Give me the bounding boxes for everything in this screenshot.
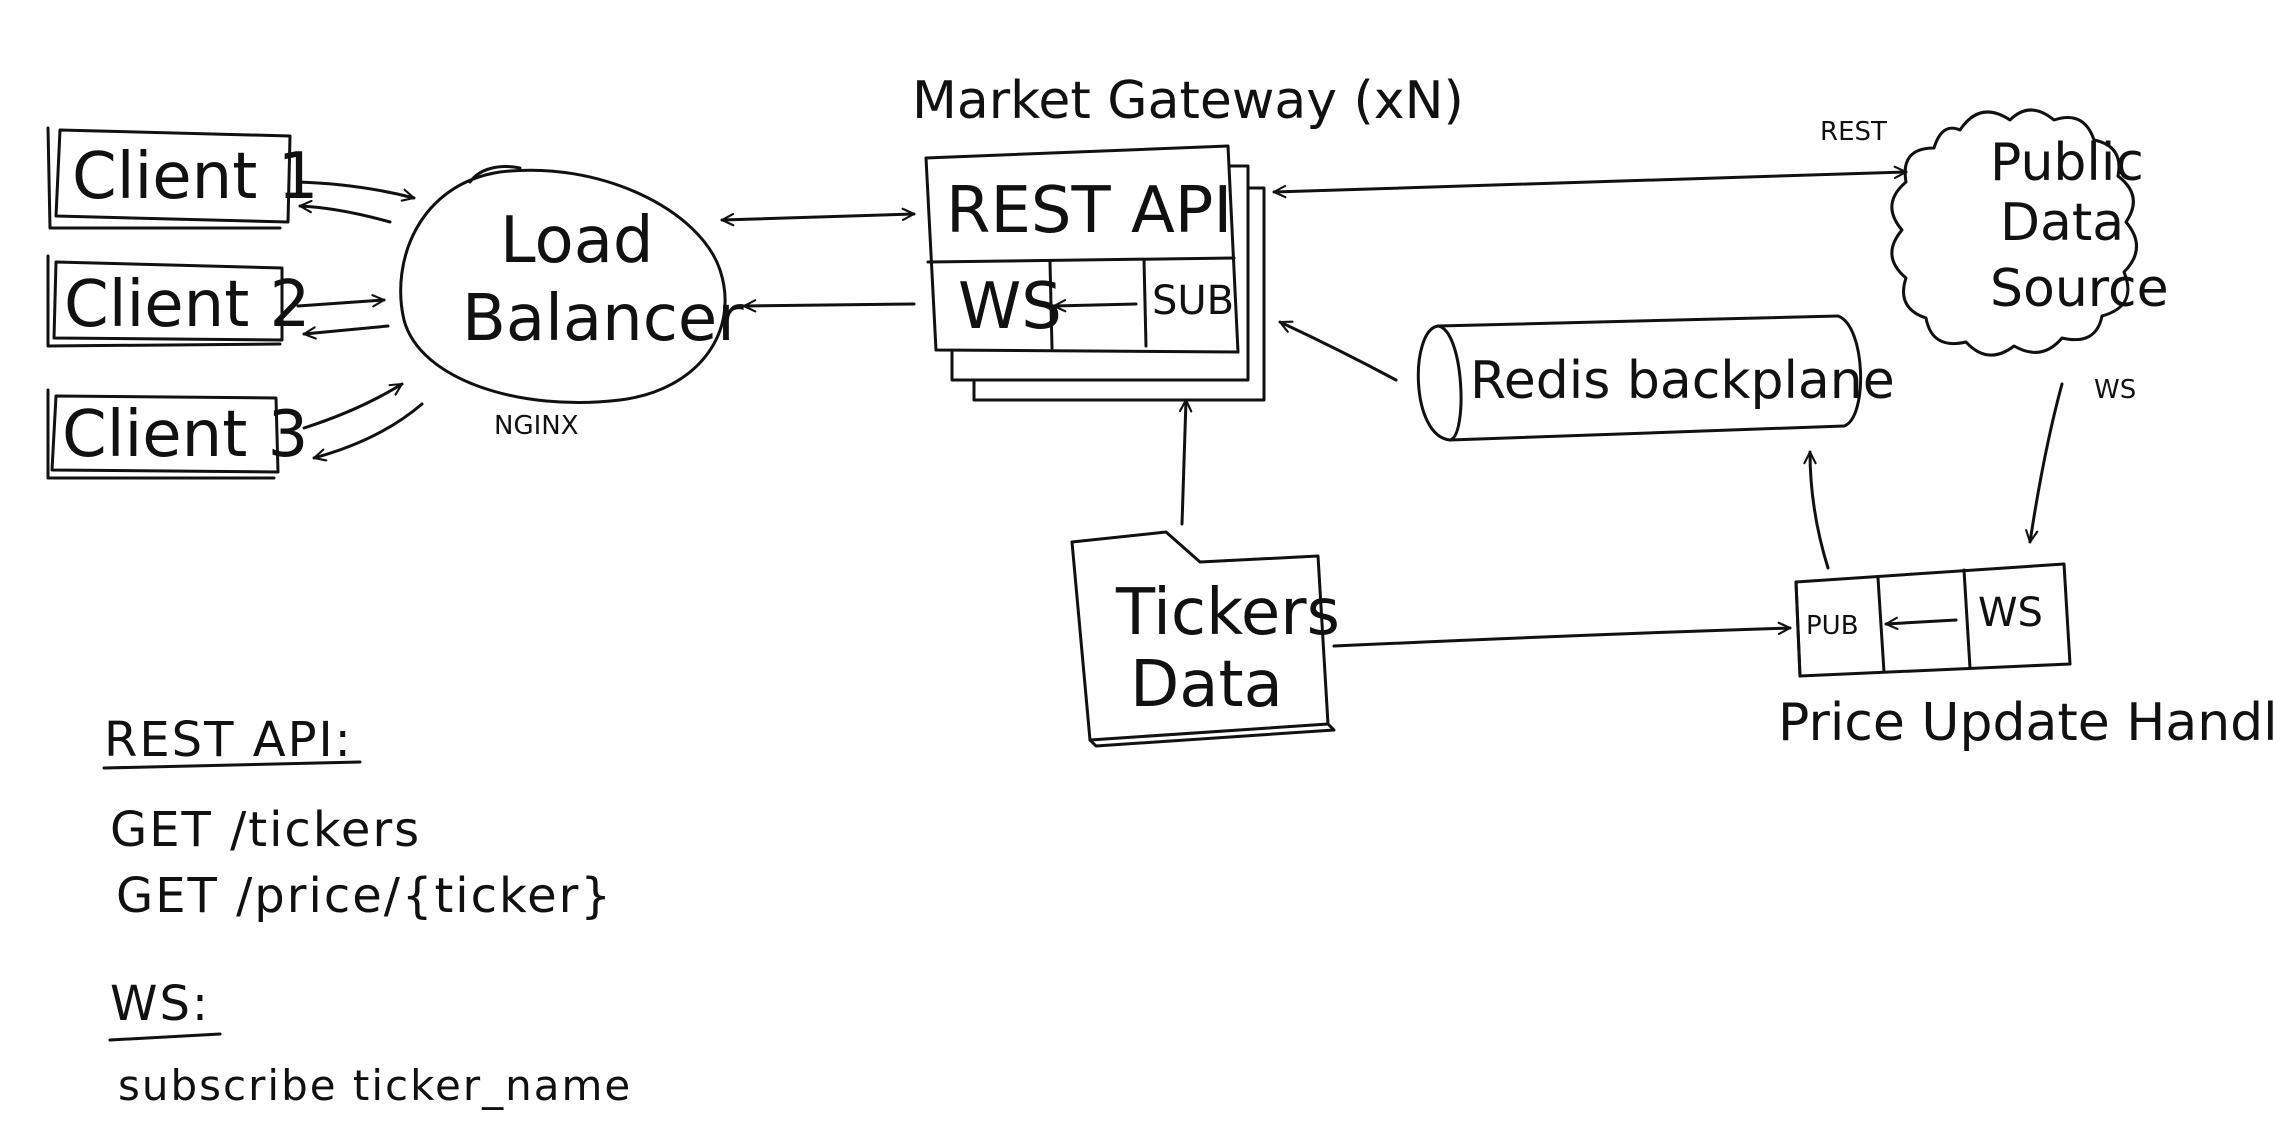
arrow-sub-to-ws	[1052, 299, 1138, 313]
arrow-lb-to-client2	[302, 324, 390, 340]
handler-pub-label: PUB	[1806, 611, 1859, 641]
redis-backplane-node: Redis backplane	[1416, 314, 1895, 442]
edge-label-rest: REST	[1820, 117, 1887, 147]
gateway-ws-label: WS	[958, 270, 1062, 344]
arrow-tickers-to-handler	[1332, 621, 1792, 648]
api-notes: REST API: GET /tickers GET /price/{ticke…	[102, 712, 632, 1110]
arrow-client1-to-lb	[296, 180, 416, 202]
load-balancer-subtitle: NGINX	[494, 411, 579, 441]
arrow-lb-gateway-rest	[720, 207, 916, 227]
price-update-handler-caption: Price Update Handler	[1778, 693, 2273, 753]
edge-label-ws: WS	[2094, 375, 2136, 405]
tickers-data-node: Tickers Data	[1070, 530, 1340, 748]
load-balancer-title-line1: Load	[500, 204, 654, 278]
gateway-rest-api-label: REST API	[946, 174, 1232, 248]
client-2-label: Client 2	[64, 268, 310, 342]
notes-rest-underline	[102, 760, 362, 770]
notes-rest-line-1: GET /tickers	[110, 802, 421, 858]
arrow-public-source-to-handler	[2025, 382, 2064, 544]
arrow-lb-to-client1	[298, 199, 392, 224]
public-source-line2: Data	[2000, 193, 2124, 253]
notes-ws-heading: WS:	[110, 976, 210, 1032]
market-gateway-stack: Market Gateway (xN) REST API WS SUB	[912, 71, 1464, 402]
load-balancer-node: Load Balancer NGINX	[399, 165, 744, 441]
tickers-data-line2: Data	[1130, 648, 1283, 722]
arrow-redis-to-gateway	[1278, 320, 1398, 382]
arrow-gateway-ws-to-lb	[742, 299, 916, 313]
client-2-box: Client 2	[46, 254, 310, 348]
public-source-line1: Public	[1990, 133, 2144, 193]
market-gateway-front-box	[924, 144, 1240, 354]
notes-rest-line-2: GET /price/{ticker}	[116, 868, 613, 924]
price-update-handler-node: PUB WS Price Update Handler	[1778, 562, 2273, 753]
arrow-client2-to-lb	[296, 294, 386, 308]
load-balancer-title-line2: Balancer	[462, 282, 744, 356]
client-1-label: Client 1	[72, 140, 318, 214]
client-3-label: Client 3	[62, 398, 308, 472]
handler-ws-label: WS	[1978, 590, 2043, 636]
tickers-data-line1: Tickers	[1115, 576, 1340, 650]
client-1-box: Client 1	[46, 126, 318, 230]
client-3-box: Client 3	[46, 388, 308, 480]
redis-label: Redis backplane	[1470, 351, 1895, 411]
arrow-handler-ws-to-pub	[1884, 616, 1958, 631]
arrow-handler-to-redis	[1803, 450, 1830, 570]
market-gateway-caption: Market Gateway (xN)	[912, 71, 1464, 131]
gateway-sub-label: SUB	[1152, 278, 1234, 324]
arrow-tickers-to-gateway	[1178, 398, 1193, 526]
notes-rest-heading: REST API:	[104, 712, 353, 768]
public-data-source-node: Public Data Source	[1890, 108, 2169, 357]
arrow-lb-to-client3	[312, 402, 424, 462]
arrow-gateway-public-source-rest	[1272, 165, 1908, 199]
notes-ws-line-1: subscribe ticker_name	[118, 1061, 632, 1110]
notes-ws-underline	[108, 1032, 222, 1042]
arrow-client3-to-lb	[302, 382, 404, 430]
public-source-line3: Source	[1990, 259, 2169, 319]
